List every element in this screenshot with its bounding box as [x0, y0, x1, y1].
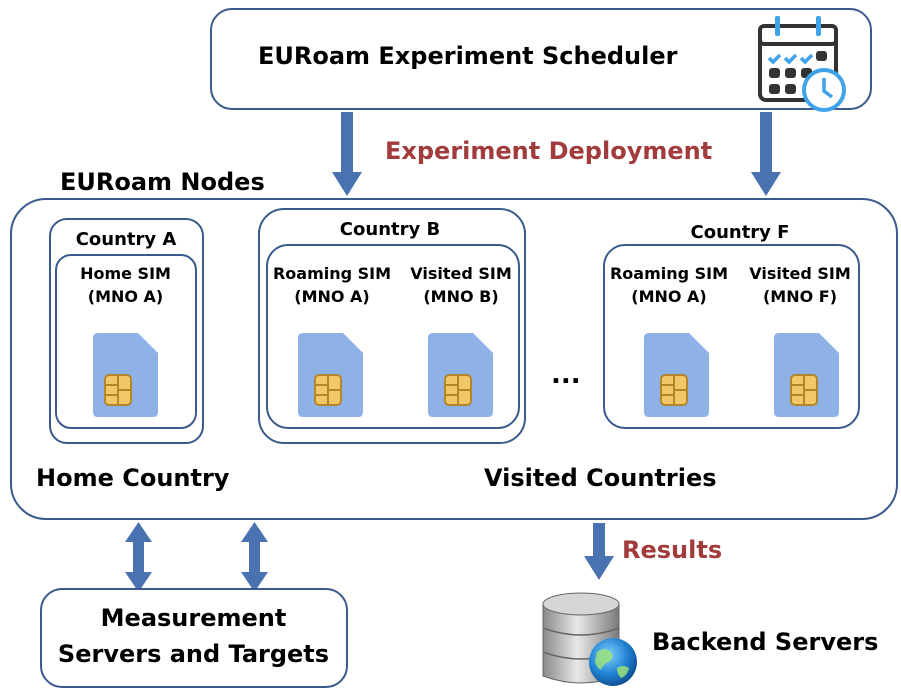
measurement-line1: Measurement [100, 604, 287, 632]
database-globe-icon [542, 592, 637, 686]
home-country-label: Home Country [36, 464, 230, 492]
scheduler-title: EURoam Experiment Scheduler [258, 42, 678, 70]
ellipsis: ... [551, 360, 581, 390]
home-sim-label-line1: Home SIM [80, 264, 171, 283]
results-label: Results [622, 536, 723, 564]
backend-label: Backend Servers [652, 628, 879, 656]
sim-card-icon [774, 333, 839, 417]
deployment-label: Experiment Deployment [385, 137, 713, 165]
sim-card-icon [644, 333, 709, 417]
country-f-roaming-line2: (MNO A) [631, 287, 707, 306]
country-b-roaming-line2: (MNO A) [294, 287, 370, 306]
calendar-clock-icon [758, 16, 846, 112]
measurement-arrow-left [125, 522, 152, 592]
country-f-visited-line1: Visited SIM [749, 264, 851, 283]
sim-card-icon [298, 333, 363, 417]
sim-card-icon [428, 333, 493, 417]
deployment-arrow-right [751, 112, 781, 196]
country-b-roaming-line1: Roaming SIM [272, 264, 392, 283]
country-f-title: Country F [690, 222, 790, 243]
sim-card-icon [93, 333, 158, 417]
measurement-arrow-right [241, 522, 268, 592]
nodes-title: EURoam Nodes [60, 168, 265, 196]
country-b-visited-line1: Visited SIM [410, 264, 512, 283]
country-f-visited-line2: (MNO F) [762, 287, 838, 306]
country-f-roaming-line1: Roaming SIM [609, 264, 729, 283]
measurement-box: Measurement Servers and Targets [40, 588, 348, 688]
visited-countries-label: Visited Countries [484, 464, 717, 492]
country-b-title: Country B [339, 219, 441, 240]
scheduler-box: EURoam Experiment Scheduler [210, 8, 872, 112]
country-b-visited-line2: (MNO B) [423, 287, 499, 306]
deployment-arrow-left [332, 112, 362, 196]
measurement-line2: Servers and Targets [57, 640, 330, 668]
home-sim-label-line2: (MNO A) [87, 287, 164, 306]
results-arrow [584, 523, 614, 580]
country-a-title: Country A [75, 229, 177, 250]
